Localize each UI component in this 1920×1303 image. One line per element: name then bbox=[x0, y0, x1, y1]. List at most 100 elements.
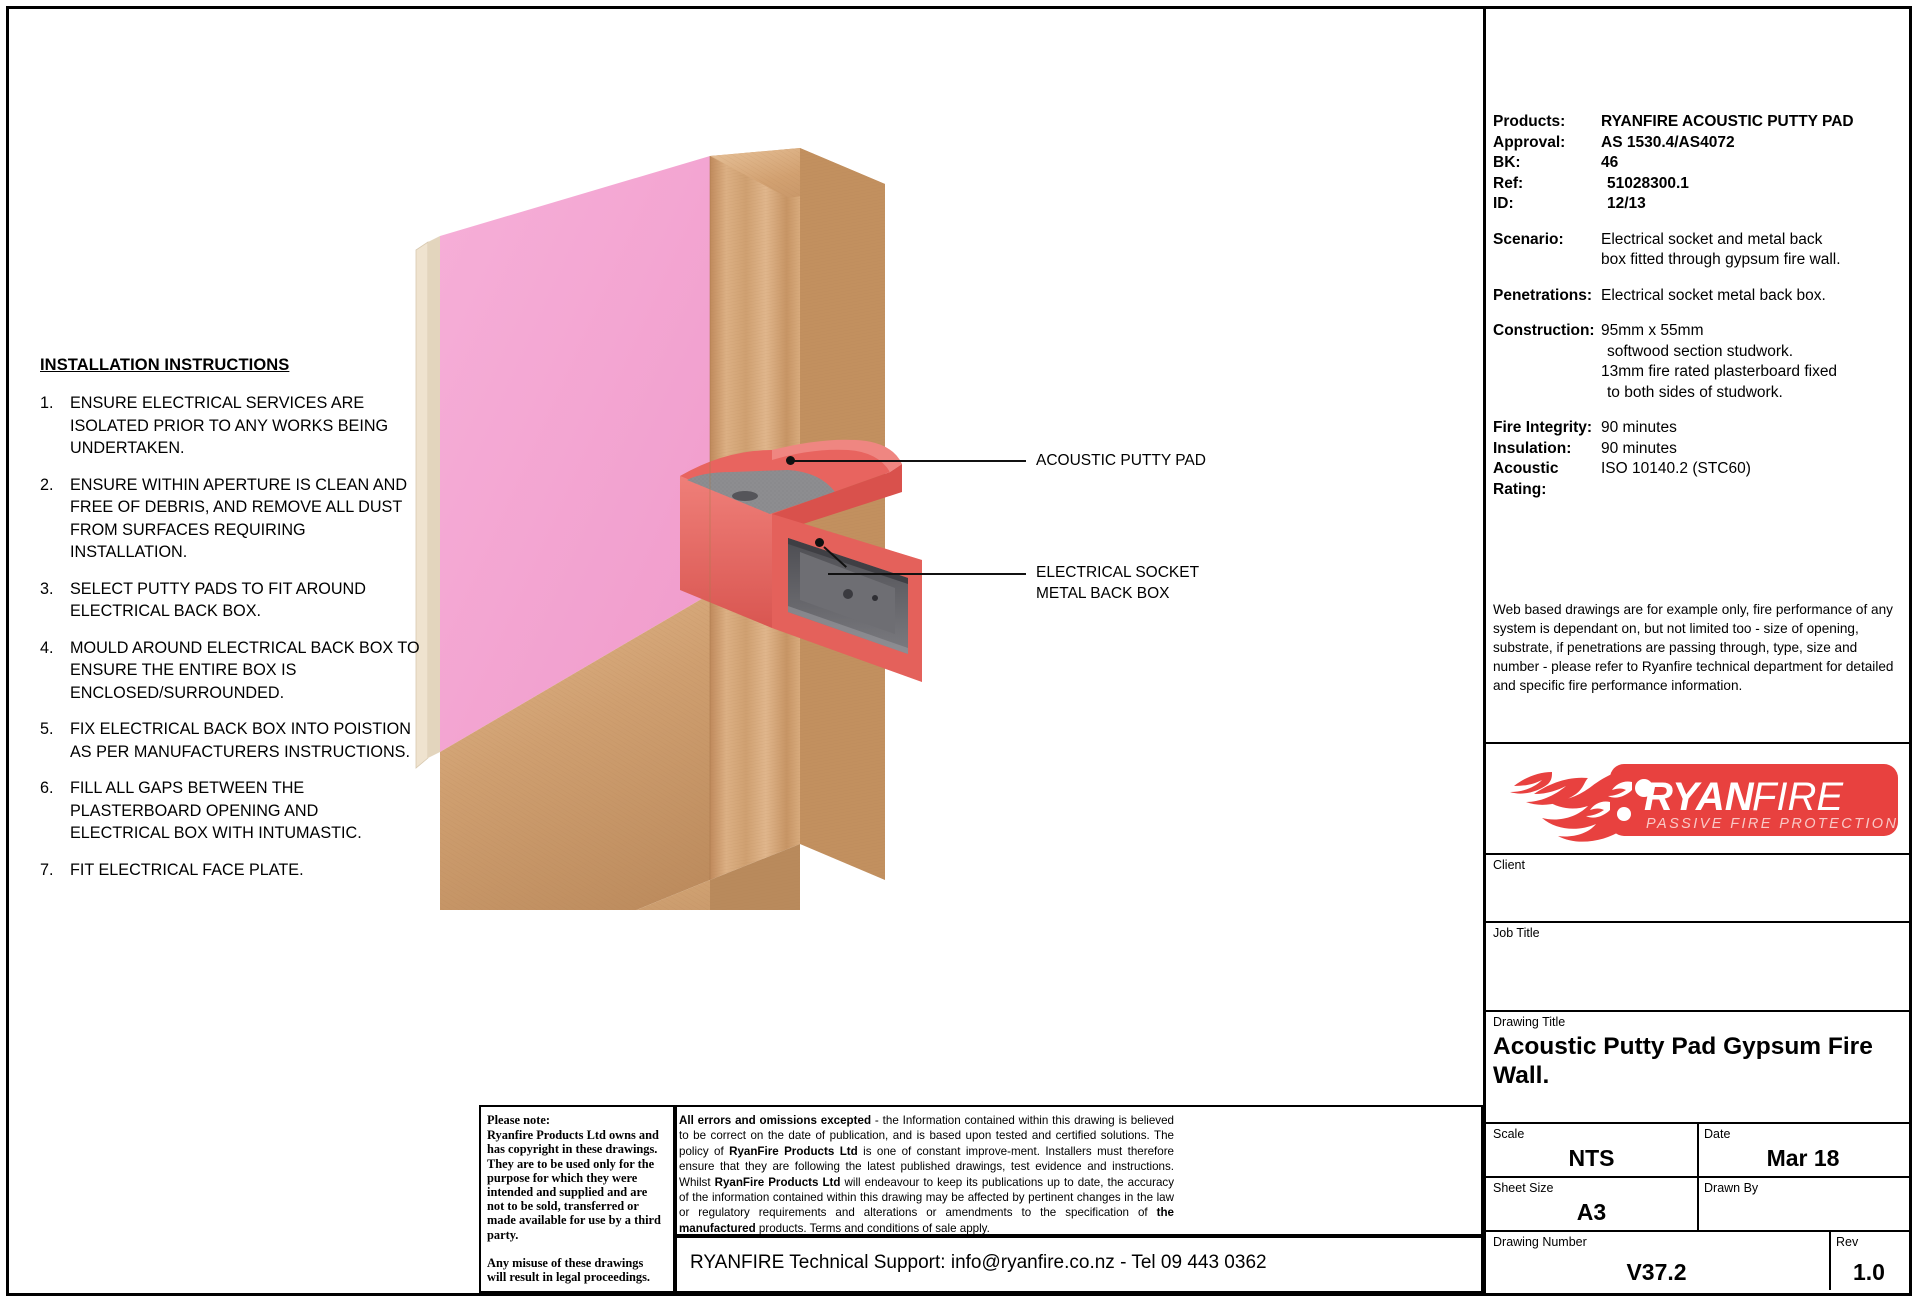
spec-row-scenario: Scenario: Electrical socket and metal ba… bbox=[1493, 230, 1905, 251]
drawing-title-value: Acoustic Putty Pad Gypsum Fire Wall. bbox=[1493, 1033, 1873, 1089]
spec-row-id: ID: 12/13 bbox=[1493, 194, 1905, 215]
spec-key: Scenario: bbox=[1493, 230, 1564, 248]
step-text: FIT ELECTRICAL FACE PLATE. bbox=[70, 860, 304, 879]
rev-label: Rev bbox=[1836, 1235, 1859, 1249]
callout-electrical-socket-back-box: ELECTRICAL SOCKET METAL BACK BOX bbox=[1036, 564, 1200, 602]
installation-step: 7. FIT ELECTRICAL FACE PLATE. bbox=[40, 859, 420, 882]
spec-row-construction-cont: softwood section studwork. bbox=[1493, 342, 1905, 363]
step-text: ENSURE WITHIN APERTURE IS CLEAN AND FREE… bbox=[70, 475, 408, 562]
spec-row-insulation: Insulation: 90 minutes bbox=[1493, 439, 1905, 460]
installation-step: 6. FILL ALL GAPS BETWEEN THE PLASTERBOAR… bbox=[40, 777, 420, 845]
drawn-by-label: Drawn By bbox=[1704, 1181, 1759, 1195]
errors-note-frame bbox=[675, 1105, 1483, 1236]
spec-value: 12/13 bbox=[1607, 195, 1646, 212]
specification-table: Products: RYANFIRE ACOUSTIC PUTTY PAD Ap… bbox=[1493, 112, 1905, 500]
sheet-border bbox=[6, 6, 1912, 1296]
spacer bbox=[1493, 306, 1905, 321]
spec-value: softwood section studwork. bbox=[1607, 342, 1794, 360]
date-value: Mar 18 bbox=[1766, 1145, 1840, 1171]
drawing-title-label: Drawing Title bbox=[1493, 1015, 1566, 1029]
cell-divider bbox=[1697, 1178, 1699, 1230]
spec-value: 13mm fire rated plasterboard fixed bbox=[1601, 363, 1838, 380]
please-note-block: Please note: Ryanfire Products Ltd owns … bbox=[487, 1113, 665, 1284]
errors-body-1: - the Information contained within this … bbox=[679, 1114, 1174, 1158]
errors-lead: All errors and omissions excepted bbox=[679, 1114, 872, 1127]
rev-value: 1.0 bbox=[1853, 1259, 1885, 1285]
errors-brand-3: the manufactured bbox=[679, 1206, 1174, 1235]
spec-value: 90 minutes bbox=[1601, 419, 1677, 436]
title-block-drawing-title: Drawing Title Acoustic Putty Pad Gypsum … bbox=[1486, 1010, 1909, 1122]
spec-value: 90 minutes bbox=[1601, 439, 1677, 457]
installation-step: 3. SELECT PUTTY PADS TO FIT AROUND ELECT… bbox=[40, 578, 420, 623]
cell-divider bbox=[1829, 1232, 1831, 1290]
web-drawings-disclaimer: Web based drawings are for example only,… bbox=[1493, 602, 1894, 693]
title-block-sheetsize-drawnby: Sheet Size A3 Drawn By bbox=[1486, 1176, 1909, 1230]
step-text: SELECT PUTTY PADS TO FIT AROUND ELECTRIC… bbox=[70, 579, 366, 621]
spec-key: Penetrations: bbox=[1493, 286, 1593, 304]
spec-row-construction-cont: to both sides of studwork. bbox=[1493, 383, 1905, 404]
please-note-warning: Any misuse of these drawings will result… bbox=[487, 1255, 651, 1285]
right-info-panel bbox=[1483, 9, 1909, 1293]
sheet-size-label: Sheet Size bbox=[1493, 1181, 1554, 1195]
spec-key: Insulation: bbox=[1493, 439, 1572, 457]
spec-value: Electrical socket metal back box. bbox=[1601, 286, 1826, 304]
spec-value: AS 1530.4/AS4072 bbox=[1601, 133, 1735, 151]
step-number: 5. bbox=[40, 720, 54, 738]
cell-divider bbox=[1697, 1124, 1699, 1176]
spec-value: 51028300.1 bbox=[1607, 174, 1689, 192]
step-text: MOULD AROUND ELECTRICAL BACK BOX TO ENSU… bbox=[70, 638, 420, 702]
title-block-client: Client bbox=[1486, 853, 1909, 921]
step-number: 3. bbox=[40, 579, 54, 598]
please-note-frame bbox=[479, 1105, 675, 1293]
installation-instructions-heading: INSTALLATION INSTRUCTIONS bbox=[40, 356, 290, 374]
title-block-scale-date: Scale NTS Date Mar 18 bbox=[1486, 1122, 1909, 1176]
logo-word-ryan: RYAN bbox=[1644, 775, 1755, 819]
installation-instructions: INSTALLATION INSTRUCTIONS 1. ENSURE ELEC… bbox=[40, 356, 420, 895]
spec-key: Ref: bbox=[1493, 174, 1524, 192]
spec-key: Fire Integrity: bbox=[1493, 419, 1593, 436]
spec-row-ref: Ref: 51028300.1 bbox=[1493, 174, 1905, 195]
title-block-job-title: Job Title bbox=[1486, 921, 1909, 1010]
technical-support-line: RYANFIRE Technical Support: info@ryanfir… bbox=[690, 1252, 1267, 1273]
spec-row-penetrations: Penetrations: Electrical socket metal ba… bbox=[1493, 286, 1905, 307]
spec-value: box fitted through gypsum fire wall. bbox=[1601, 251, 1841, 268]
installation-step: 4. MOULD AROUND ELECTRICAL BACK BOX TO E… bbox=[40, 637, 420, 705]
spec-key: Approval: bbox=[1493, 133, 1566, 151]
job-title-label: Job Title bbox=[1493, 926, 1540, 940]
spec-row-approval: Approval: AS 1530.4/AS4072 bbox=[1493, 133, 1905, 154]
spacer bbox=[1493, 403, 1905, 418]
scale-label: Scale bbox=[1493, 1127, 1525, 1141]
installation-step: 2. ENSURE WITHIN APERTURE IS CLEAN AND F… bbox=[40, 474, 420, 564]
step-number: 1. bbox=[40, 394, 54, 412]
callout-acoustic-putty-pad: ACOUSTIC PUTTY PAD bbox=[1036, 452, 1206, 469]
spec-row-bk: BK: 46 bbox=[1493, 153, 1905, 174]
step-text: ENSURE ELECTRICAL SERVICES ARE ISOLATED … bbox=[70, 394, 389, 457]
leader-dot-putty-pad bbox=[786, 456, 795, 465]
leader-line-back-box bbox=[828, 573, 1026, 575]
scale-value: NTS bbox=[1568, 1145, 1615, 1171]
sheet-size-value: A3 bbox=[1576, 1199, 1607, 1225]
step-number: 4. bbox=[40, 638, 54, 657]
spacer bbox=[1493, 215, 1905, 230]
drawing-number-label: Drawing Number bbox=[1493, 1235, 1587, 1249]
step-text: FILL ALL GAPS BETWEEN THE PLASTERBOARD O… bbox=[70, 779, 362, 842]
spec-key: ID: bbox=[1493, 195, 1514, 212]
spec-key: BK: bbox=[1493, 154, 1521, 171]
spacer bbox=[1493, 271, 1905, 286]
installation-step: 5. FIX ELECTRICAL BACK BOX INTO POISTION… bbox=[40, 718, 420, 763]
ryanfire-logo-graphic: RYAN FIRE PASSIVE FIRE PROTECTION bbox=[1510, 764, 1898, 842]
spec-value: ISO 10140.2 (STC60) bbox=[1601, 460, 1751, 477]
spec-value: 46 bbox=[1601, 154, 1619, 171]
installation-step: 1. ENSURE ELECTRICAL SERVICES ARE ISOLAT… bbox=[40, 392, 420, 460]
errors-body-3: will endeavour to keep its publications … bbox=[679, 1175, 1175, 1220]
client-label: Client bbox=[1493, 858, 1525, 872]
logo-cell: RYAN FIRE PASSIVE FIRE PROTECTION bbox=[1486, 742, 1909, 853]
spec-row-fire-integrity: Fire Integrity: 90 minutes bbox=[1493, 418, 1905, 439]
errors-omissions-note: All errors and omissions excepted - the … bbox=[679, 1113, 1174, 1236]
spec-value: to both sides of studwork. bbox=[1607, 383, 1783, 401]
logo-word-fire: FIRE bbox=[1752, 775, 1844, 819]
errors-body-2: is one of constant improve-ment. Install… bbox=[679, 1144, 1174, 1189]
spec-value: 95mm x 55mm bbox=[1601, 322, 1704, 339]
please-note-body: Ryanfire Products Ltd owns and has copyr… bbox=[487, 1128, 661, 1242]
